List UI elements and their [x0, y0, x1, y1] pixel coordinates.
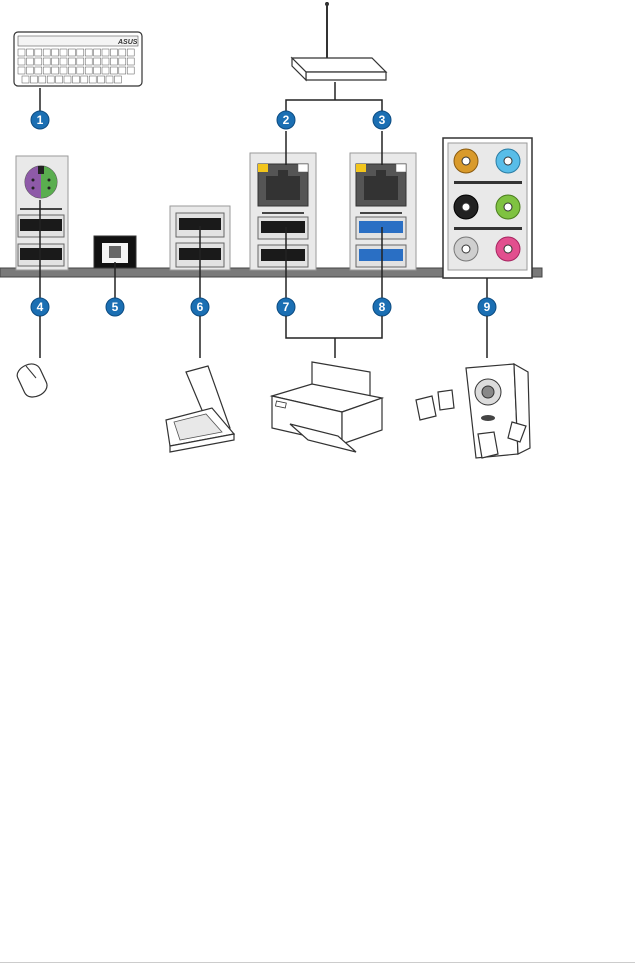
keyboard-key — [52, 58, 59, 65]
keyboard-key — [127, 58, 134, 65]
keyboard-icon: ASUS — [14, 32, 142, 86]
keyboard-key — [119, 67, 126, 74]
callout-8-label: 8 — [379, 300, 386, 314]
callout-3-label: 3 — [379, 113, 386, 127]
keyboard-key — [102, 58, 109, 65]
callout-6-label: 6 — [197, 300, 204, 314]
keyboard-key — [60, 67, 67, 74]
keyboard-key — [22, 76, 29, 83]
keyboard-key — [85, 67, 92, 74]
keyboard-key — [43, 58, 50, 65]
keyboard-key — [26, 58, 33, 65]
keyboard-key — [77, 49, 84, 56]
keyboard-key — [26, 49, 33, 56]
keyboard-key — [52, 67, 59, 74]
keyboard-key — [77, 67, 84, 74]
callout-7-label: 7 — [283, 300, 290, 314]
keyboard-key — [106, 76, 113, 83]
callout-3: 3 — [373, 111, 391, 129]
callout-4: 4 — [31, 298, 49, 316]
keyboard-key — [68, 58, 75, 65]
callout-1-label: 1 — [37, 113, 44, 127]
keyboard-key — [39, 76, 46, 83]
lan-usb-stack-right — [350, 153, 416, 270]
callout-2-label: 2 — [283, 113, 290, 127]
callout-8: 8 — [373, 298, 391, 316]
keyboard-key — [127, 49, 134, 56]
keyboard-key — [60, 58, 67, 65]
keyboard-key — [102, 49, 109, 56]
router-icon — [292, 2, 386, 80]
keyboard-key — [119, 58, 126, 65]
keyboard-key — [52, 49, 59, 56]
keyboard-key — [43, 49, 50, 56]
keyboard-key — [18, 67, 25, 74]
ps2-usb-stack — [16, 156, 68, 270]
callout-5: 5 — [106, 298, 124, 316]
keyboard-key — [56, 76, 63, 83]
speaker-system-icon — [416, 364, 530, 458]
keyboard-key — [110, 58, 117, 65]
keyboard-key — [110, 49, 117, 56]
keyboard-logo: ASUS — [117, 39, 138, 46]
keyboard-key — [18, 49, 25, 56]
keyboard-key — [18, 58, 25, 65]
keyboard-key — [89, 76, 96, 83]
footer-divider — [0, 962, 635, 963]
keyboard-key — [127, 67, 134, 74]
printer-icon — [272, 362, 382, 452]
keyboard-key — [72, 76, 79, 83]
keyboard-key — [85, 49, 92, 56]
callout-9: 9 — [478, 298, 496, 316]
callout-6: 6 — [191, 298, 209, 316]
keyboard-key — [102, 67, 109, 74]
lan-usb-stack-left — [250, 153, 316, 270]
callout-4-label: 4 — [37, 300, 44, 314]
keyboard-key — [77, 58, 84, 65]
callout-7: 7 — [277, 298, 295, 316]
keyboard-key — [85, 58, 92, 65]
keyboard-key — [94, 49, 101, 56]
keyboard-key — [43, 67, 50, 74]
keyboard-key — [35, 49, 42, 56]
callout-9-label: 9 — [484, 300, 491, 314]
keyboard-key — [35, 67, 42, 74]
keyboard-key — [68, 67, 75, 74]
keyboard-key — [30, 76, 37, 83]
keyboard-key — [94, 58, 101, 65]
keyboard-key — [114, 76, 121, 83]
keyboard-key — [35, 58, 42, 65]
keyboard-key — [68, 49, 75, 56]
keyboard-key — [98, 76, 105, 83]
keyboard-key — [64, 76, 71, 83]
keyboard-key — [47, 76, 54, 83]
keyboard-key — [110, 67, 117, 74]
keyboard-key — [81, 76, 88, 83]
callout-2: 2 — [277, 111, 295, 129]
keyboard-key — [26, 67, 33, 74]
keyboard-key — [119, 49, 126, 56]
scanner-icon — [166, 366, 234, 452]
audio-jack-panel — [443, 138, 532, 278]
keyboard-key — [94, 67, 101, 74]
callout-5-label: 5 — [112, 300, 119, 314]
callout-1: 1 — [31, 88, 49, 129]
keyboard-key — [60, 49, 67, 56]
mouse-icon — [14, 360, 50, 400]
